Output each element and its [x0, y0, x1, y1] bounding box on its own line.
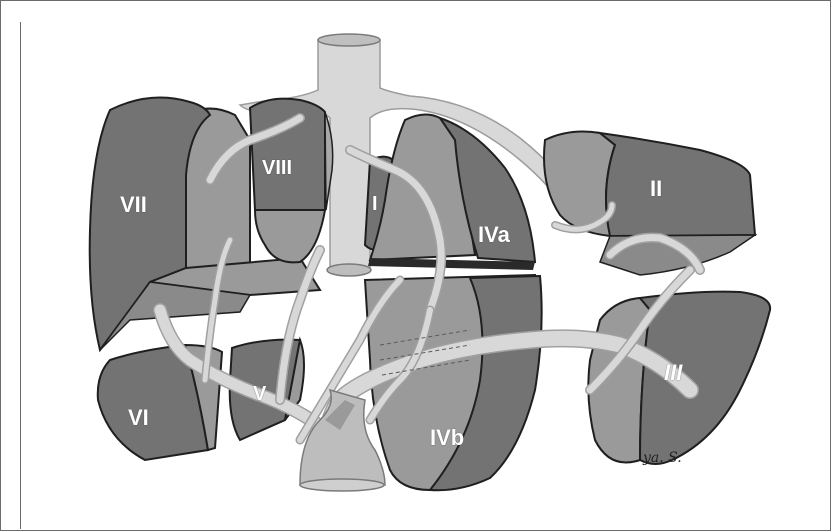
label-segment-viii: VIII	[262, 157, 292, 180]
label-segment-iii: III	[664, 360, 682, 386]
label-segment-ii: II	[650, 176, 662, 202]
label-segment-v: V	[253, 383, 266, 406]
portal-vein-trunk	[300, 390, 385, 491]
label-segment-vii: VII	[120, 192, 147, 218]
label-segment-ivb: IVb	[430, 425, 464, 451]
label-segment-vi: VI	[128, 405, 149, 431]
artist-signature: ya. S.	[643, 450, 682, 466]
label-segment-iva: IVa	[478, 222, 510, 248]
label-segment-i: I	[372, 193, 378, 216]
segment-ii	[544, 132, 755, 275]
